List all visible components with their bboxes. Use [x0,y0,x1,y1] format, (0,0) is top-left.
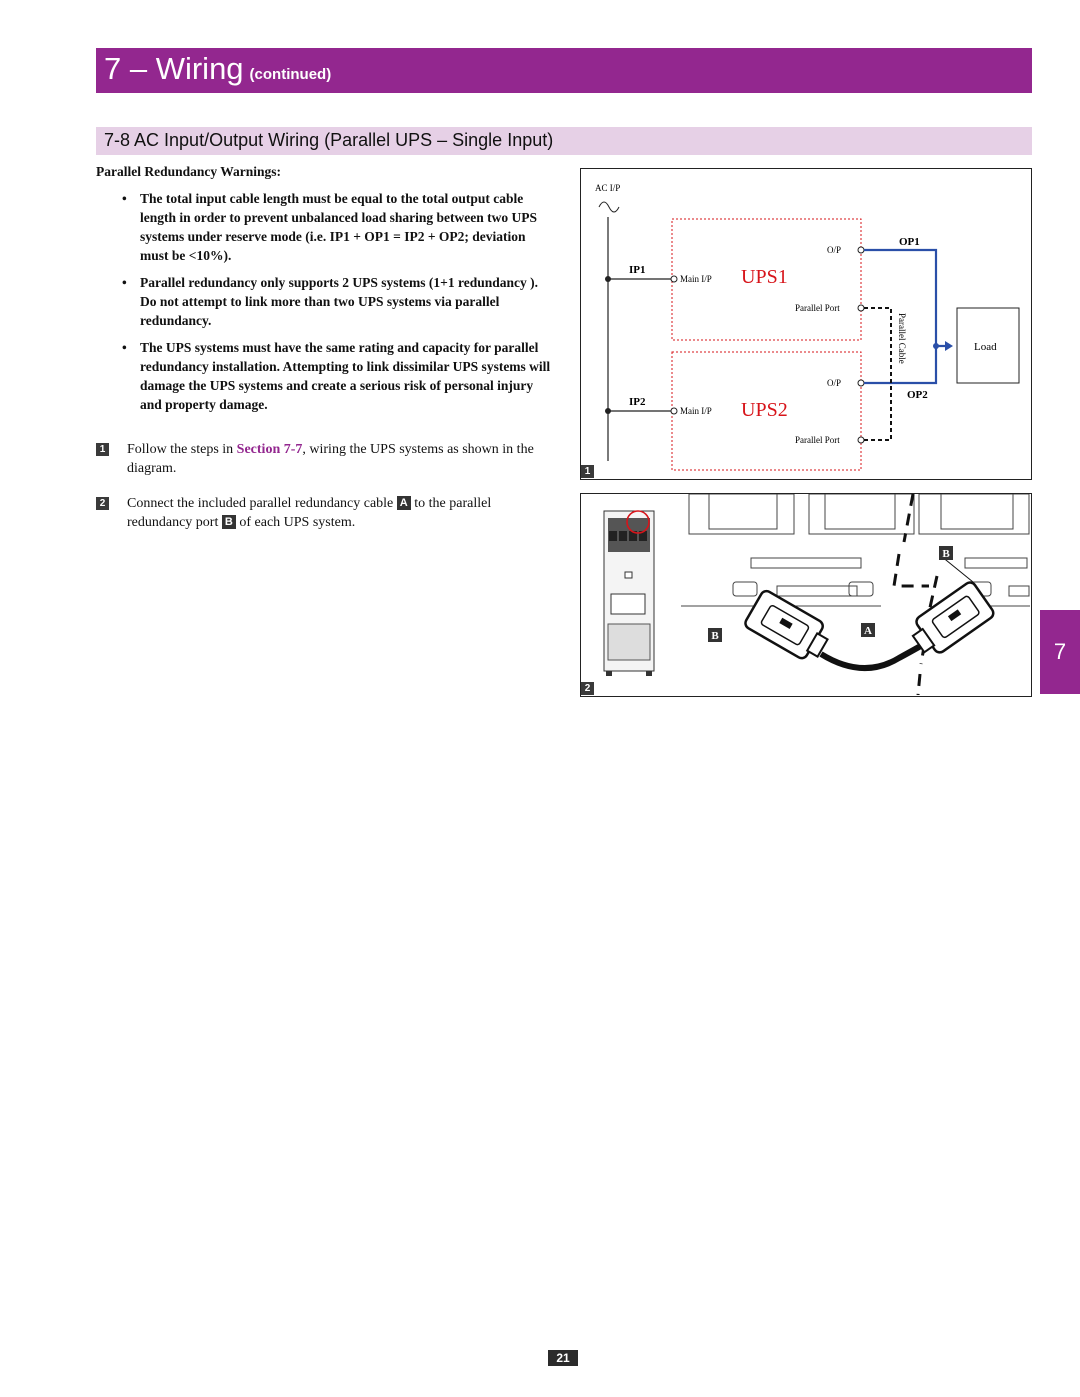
label-b-box [708,628,722,642]
bullet-dot: • [122,340,127,355]
ups2-box [671,351,862,471]
port-pointer-line [940,555,974,583]
ups2-parallel-port [857,436,865,444]
warning-item: • Parallel redundancy only supports 2 UP… [122,273,552,330]
step-text-part: Connect the included parallel redundancy… [127,496,397,511]
op1-line [864,248,946,348]
bullet-dot: • [122,275,127,290]
port-highlight-circle [626,510,650,534]
page-number: 21 [548,1350,578,1366]
ups1-parallel-port [857,304,865,312]
step-text-part: of each UPS system. [235,515,356,530]
step-text-part: Follow the steps in [127,442,237,457]
ups1-main-port [670,275,678,283]
load-box [956,307,1020,384]
cable-connection-illustration: B A B 2 [580,493,1032,697]
ups1-parallel-port-label: Parallel Port [795,303,840,313]
section-link[interactable]: Section 7-7 [236,442,303,457]
key-label-b: B [221,515,236,529]
load-arrow-icon [945,341,953,351]
section-title: 7-8 AC Input/Output Wiring (Parallel UPS… [104,130,554,150]
step-text-part: , wiring the UPS systems as shown in the… [127,442,534,476]
warning-text: The UPS systems must have the same ratin… [140,340,551,412]
terminal-blocks-icon [732,557,1030,597]
ups2-main-port [670,407,678,415]
label-a-box [861,623,875,637]
panel-divider-line [892,494,939,696]
ac-input-label: AC I/P [595,183,620,193]
label-b: B [711,630,719,642]
ups2-parallel-port-label: Parallel Port [795,435,840,445]
op1-label: OP1 [899,236,920,248]
ip2-label: IP2 [629,396,646,408]
parallel-cable-label: Parallel Cable [897,313,907,364]
warning-item: • The total input cable length must be e… [122,189,552,265]
step-number: 2 [96,497,109,510]
key-label-a: A [396,496,411,510]
load-label: Load [974,341,997,353]
wiring-diagram: AC I/P IP1 IP2 Main I/P UPS1 O/P Paralle… [580,168,1032,480]
step-text: Connect the included parallel redundancy… [127,494,552,532]
ups2-op-label: O/P [827,378,841,388]
warnings-heading: Parallel Redundancy Warnings: [96,164,282,179]
figure-number-2: 2 [581,682,594,695]
label-b-box-top [939,546,953,560]
warning-text: The total input cable length must be equ… [140,191,538,263]
step-number: 1 [96,443,109,456]
ac-sine-icon [598,201,620,213]
label-b-top: B [942,548,950,560]
ups-tower-icon [603,510,655,676]
ups1-label: UPS1 [741,266,788,288]
op2-label: OP2 [907,389,928,401]
step-text-part: to the parallel redundancy port [127,496,492,530]
chapter-label: 7 – Wiring [104,51,244,86]
chapter-subtitle: (continued) [249,66,332,83]
chapter-title: 7 – Wiring (continued) [104,51,331,87]
step-text: Follow the steps in Section 7-7, wiring … [127,440,552,478]
op2-line [864,346,938,385]
bullet-dot: • [122,191,127,206]
ups2-main-label: Main I/P [680,406,712,416]
ups1-main-label: Main I/P [680,274,712,284]
output-junction [933,343,939,349]
ups1-op-port [857,246,865,254]
figure-number: 1 [581,465,594,478]
ups1-box [671,218,862,341]
right-connector-icon [911,581,995,654]
cable-illustration-svg: B A B [603,494,1030,696]
parallel-cable-line [864,307,892,441]
warning-text: Parallel redundancy only supports 2 UPS … [140,275,538,328]
label-a: A [864,625,872,637]
ups1-op-label: O/P [827,245,841,255]
wiring-diagram-svg: AC I/P IP1 IP2 Main I/P UPS1 O/P Paralle… [595,183,1020,471]
section-header: 7-8 AC Input/Output Wiring (Parallel UPS… [96,127,1032,155]
warning-item: • The UPS systems must have the same rat… [122,338,552,414]
ups2-label: UPS2 [741,399,788,421]
parallel-cable-icon [819,637,933,671]
ups2-op-port [857,379,865,387]
chapter-header: 7 – Wiring (continued) [96,48,1032,93]
ip1-label: IP1 [629,264,646,276]
chapter-side-tab: 7 [1040,610,1080,694]
left-connector-icon [744,589,829,660]
